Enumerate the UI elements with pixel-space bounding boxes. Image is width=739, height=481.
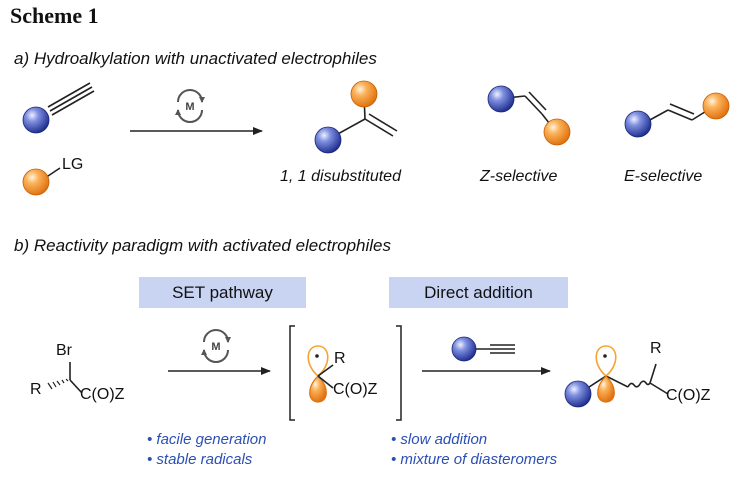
note-stable-radicals: • stable radicals <box>147 451 253 468</box>
note-slow-addition: • slow addition <box>391 431 488 448</box>
metal-label: M <box>211 341 220 353</box>
orange-ball-icon <box>350 80 378 108</box>
set-pathway-box: SET pathway <box>139 277 306 308</box>
metal-label: M <box>185 101 194 113</box>
product-r-label: R <box>650 340 662 357</box>
p-orbital-icon <box>595 345 617 403</box>
radical-ester-label: C(O)Z <box>333 381 378 398</box>
product-z-alkene <box>487 85 571 146</box>
orange-ball-icon <box>543 118 571 146</box>
note-diastereomer-mixture: • mixture of diasteromers <box>391 451 558 468</box>
orange-ball-icon <box>702 92 730 120</box>
blue-ball-icon <box>564 380 592 408</box>
product-label-2: Z-selective <box>480 168 558 185</box>
substrate-ester-label: C(O)Z <box>80 386 125 403</box>
product-1-1-disubstituted <box>314 80 398 154</box>
scheme-title: Scheme 1 <box>10 3 99 28</box>
blue-ball-icon <box>451 336 477 362</box>
terminal-alkyne <box>22 82 95 134</box>
alkyne-reagent <box>451 336 515 362</box>
leaving-group-label: LG <box>62 156 84 173</box>
blue-ball-icon <box>22 106 50 134</box>
radical-dot <box>315 354 319 358</box>
section-a-heading: a) Hydroalkylation with unactivated elec… <box>14 49 377 68</box>
blue-ball-icon <box>314 126 342 154</box>
bromo-ester-substrate <box>47 362 83 394</box>
orange-ball-icon <box>22 168 50 196</box>
product-label-3: E-selective <box>624 168 703 185</box>
left-bracket <box>289 325 295 421</box>
radical-intermediate <box>289 325 402 421</box>
metal-catalyst-icon: M <box>175 89 205 123</box>
right-bracket <box>396 325 402 421</box>
radical-dot <box>603 354 607 358</box>
p-orbital-icon <box>307 345 329 403</box>
product-e-alkene <box>624 92 730 138</box>
direct-addition-box: Direct addition <box>389 277 568 308</box>
substrate-r-label: R <box>30 381 42 398</box>
blue-ball-icon <box>487 85 515 113</box>
vinyl-radical-product <box>564 345 669 408</box>
section-b-heading: b) Reactivity paradigm with activated el… <box>14 236 392 255</box>
product-label-1: 1, 1 disubstituted <box>280 168 401 185</box>
product-ester-label: C(O)Z <box>666 387 711 404</box>
radical-r-label: R <box>334 350 346 367</box>
substrate-br-label: Br <box>56 342 72 359</box>
blue-ball-icon <box>624 110 652 138</box>
metal-catalyst-icon: M <box>201 329 231 363</box>
alkyl-electrophile <box>22 167 61 196</box>
note-facile-generation: • facile generation <box>147 431 267 448</box>
